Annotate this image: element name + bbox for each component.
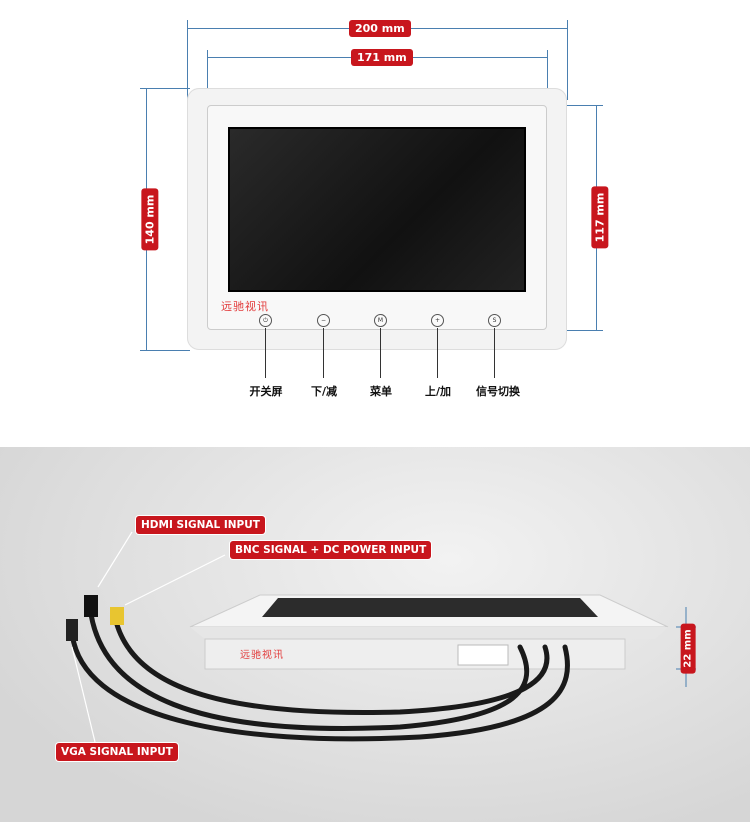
minus-label: 下/减 — [310, 385, 338, 398]
outer-width-label: 200 mm — [349, 20, 411, 37]
menu-label: 菜单 — [370, 385, 392, 398]
dim-tick — [187, 20, 188, 110]
minus-button[interactable]: − — [317, 314, 330, 327]
cables — [69, 604, 570, 742]
hdmi-leader — [97, 531, 133, 588]
bnc-leader — [124, 554, 226, 606]
menu-button[interactable]: M — [374, 314, 387, 327]
monitor-screen-side — [262, 598, 598, 617]
brand-logo-side: 远驰视讯 — [240, 650, 284, 661]
power-label: 开关屏 — [249, 385, 283, 398]
leader-line — [437, 328, 438, 378]
dim-tick — [545, 330, 603, 331]
port-block — [457, 644, 509, 666]
outer-height-label: 140 mm — [141, 188, 159, 251]
inner-height-label: 117 mm — [591, 186, 609, 249]
plus-label: 上/加 — [424, 385, 452, 398]
inner-width-label: 171 mm — [351, 49, 413, 66]
dim-tick — [140, 350, 190, 351]
bnc-connector — [110, 607, 124, 625]
vga-leader — [71, 646, 96, 743]
dim-tick — [567, 20, 568, 100]
source-button[interactable]: S — [488, 314, 501, 327]
monitor-front-edge — [190, 627, 668, 639]
leader-line — [494, 328, 495, 378]
brand-logo: 远驰视讯 — [221, 300, 269, 313]
hdmi-label: HDMI SIGNAL INPUT — [136, 516, 265, 534]
leader-line — [323, 328, 324, 378]
side-view-photo: 远驰视讯 HDMI SIGNAL INPUT BNC SIGNAL + DC P… — [0, 447, 750, 822]
monitor-back-housing — [204, 638, 626, 670]
vga-connector — [66, 619, 78, 641]
leader-line — [265, 328, 266, 378]
power-button[interactable]: ⏻ — [259, 314, 272, 327]
source-label: 信号切换 — [476, 385, 520, 398]
dim-tick — [545, 105, 603, 106]
dim-tick — [140, 88, 190, 89]
depth-label: 22 mm — [680, 623, 696, 674]
leader-line — [380, 328, 381, 378]
side-view-drawing — [66, 531, 696, 743]
hdmi-connector — [84, 595, 98, 617]
bnc-label: BNC SIGNAL + DC POWER INPUT — [230, 541, 432, 559]
vga-label: VGA SIGNAL INPUT — [56, 743, 178, 761]
plus-button[interactable]: + — [431, 314, 444, 327]
monitor-screen — [228, 127, 526, 292]
